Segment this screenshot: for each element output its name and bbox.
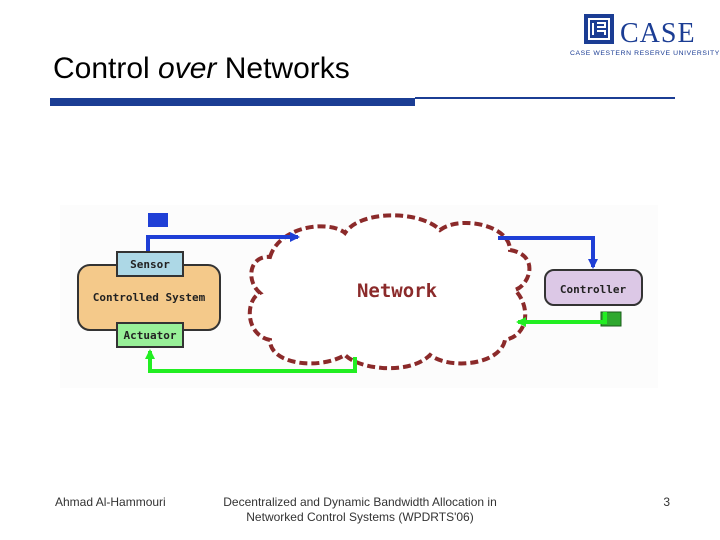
slide-title: Control over Networks xyxy=(53,52,350,85)
controlled-system-label: Controlled System xyxy=(93,291,206,304)
page-number: 3 xyxy=(663,495,670,509)
title-rule-thick xyxy=(50,98,415,106)
actuator-label: Actuator xyxy=(124,329,177,342)
footer-talk-line2: Networked Control Systems (WPDRTS'06) xyxy=(246,510,474,524)
downlink-arrow-out xyxy=(145,349,357,373)
footer-author: Ahmad Al-Hammouri xyxy=(55,495,166,509)
network-label: Network xyxy=(357,280,438,302)
logo-subtitle: CASE WESTERN RESERVE UNIVERSITY xyxy=(570,50,720,57)
downlink-arrow-in xyxy=(516,312,607,327)
controller-box xyxy=(544,269,643,306)
uplink-arrow-in xyxy=(146,232,300,253)
logo-mark-icon xyxy=(584,14,614,44)
actuator-box xyxy=(116,322,184,348)
controller-label: Controller xyxy=(560,283,627,296)
title-rule-thin xyxy=(415,97,675,99)
footer-talk-title: Decentralized and Dynamic Bandwidth Allo… xyxy=(200,495,520,525)
sensor-box xyxy=(116,251,184,277)
sensor-label: Sensor xyxy=(130,258,170,271)
logo-word: CASE xyxy=(620,18,696,49)
uplink-packet xyxy=(148,213,168,227)
uplink-arrow-out xyxy=(498,236,598,269)
footer-talk-line1: Decentralized and Dynamic Bandwidth Allo… xyxy=(223,495,497,509)
title-emphasis: over xyxy=(158,52,217,85)
network-control-diagram: Network Controlled System Sensor Actuato… xyxy=(60,205,658,388)
network-cloud xyxy=(247,213,532,371)
university-logo: CASE CASE WESTERN RESERVE UNIVERSITY xyxy=(570,14,719,64)
